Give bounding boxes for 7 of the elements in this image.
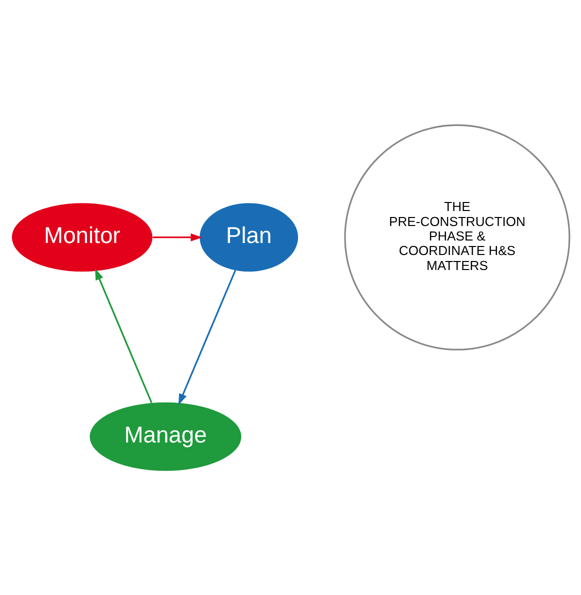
node-circle: THE PRE-CONSTRUCTION PHASE & COORDINATE H&S MATTERS (344, 124, 570, 350)
arrow (152, 232, 202, 241)
node-ellipse: Manage (90, 402, 242, 470)
arrow (94, 268, 152, 403)
node-ellipse: Plan (200, 202, 298, 272)
arrow (178, 269, 236, 405)
node-ellipse: Monitor (12, 202, 152, 272)
